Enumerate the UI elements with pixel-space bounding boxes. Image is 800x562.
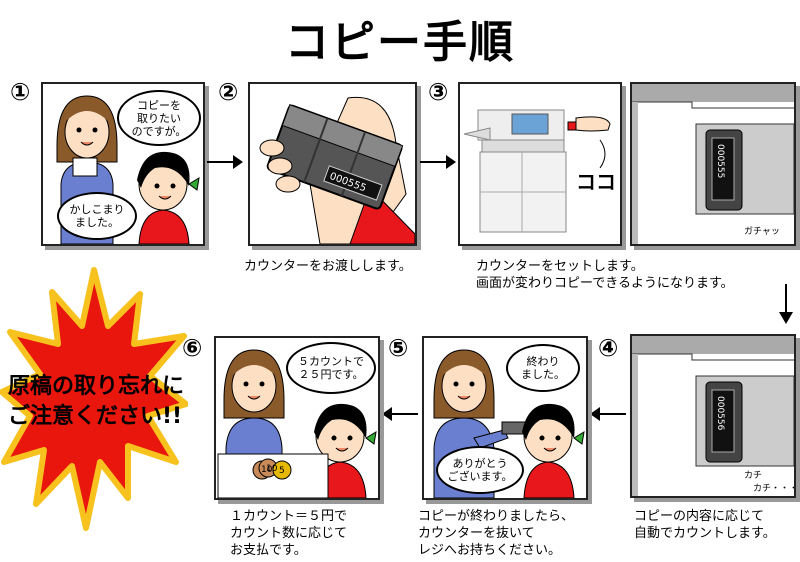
step-2-number: ② [218,78,239,106]
step-1-number: ① [10,78,31,106]
step-2-panel: 000555 [248,82,417,246]
step-6-caption: １カウント＝５円で カウント数に応じて お支払です。 [230,509,348,558]
warning-burst-icon [0,267,188,531]
coin-5: 5 [279,466,285,476]
arrow-down-icon [779,284,793,324]
step-1-panel: コピーを 取りたい のですが。 かしこまり ました。 [41,82,205,246]
coin-10-a: 10 [261,465,273,475]
arrow-left-icon [590,407,626,421]
step-1-bubble-request: コピーを 取りたい のですが。 [117,90,201,146]
step-3-caption: カウンターをセットします。 画面が変わりコピーできるようになります。 [476,259,734,291]
step-3-number: ③ [428,78,449,106]
step-2-caption: カウンターをお渡しします。 [244,259,412,274]
step-6-bubble-price: ５カウントで ２５円です。 [286,342,376,394]
step-4-counter-digits: 000556 [715,396,725,431]
step-3-here-label: ココ [576,170,616,194]
step-6-panel: 10 10 5 ５カウントで ２５円です。 [214,336,380,500]
step-5-caption: コピーが終わりましたら、 カウンターを抜いて レジへお持ちください。 [418,509,575,558]
step-3-detail-panel: 000555 ガチャッ [630,82,796,246]
arrow-right-icon [420,155,456,169]
page-title: コピー手順 [285,17,515,68]
step-5-panel: 終わり ました。 ありがとう ございます。 [422,336,588,500]
arrow-right-icon [207,155,243,169]
step-4-caption: コピーの内容に応じて 自動でカウントします。 [634,509,776,541]
step-4-illustration: 000556 [632,336,794,496]
step-1-bubble-reply: かしこまり ました。 [57,192,137,240]
step-2-illustration: 000555 [259,96,415,244]
step-5-bubble-thanks: ありがとう ございます。 [436,446,524,494]
step-3-illustration [463,109,611,233]
step-5-number: ⑤ [388,334,409,362]
coin-10-b: 10 [266,464,278,474]
step-4-number: ④ [598,334,619,362]
step-6-illustration: 10 10 5 [217,349,377,498]
step-6-number: ⑥ [182,334,203,362]
step-4-sound: カチ カチ・・・ [744,471,796,494]
step-4-panel: 000556 カチ カチ・・・ [630,334,796,498]
step-3-panel: ココ [458,82,622,246]
step-3-sound: ガチャッ [744,227,780,237]
step-3-counter-digits: 000555 [715,144,725,178]
warning-text: 原稿の取り忘れに ご注意ください!! [8,374,185,429]
step-3-detail-illustration: 000555 [632,84,794,244]
step-5-bubble-done: 終わり ました。 [506,344,580,392]
arrow-left-icon [382,407,418,421]
